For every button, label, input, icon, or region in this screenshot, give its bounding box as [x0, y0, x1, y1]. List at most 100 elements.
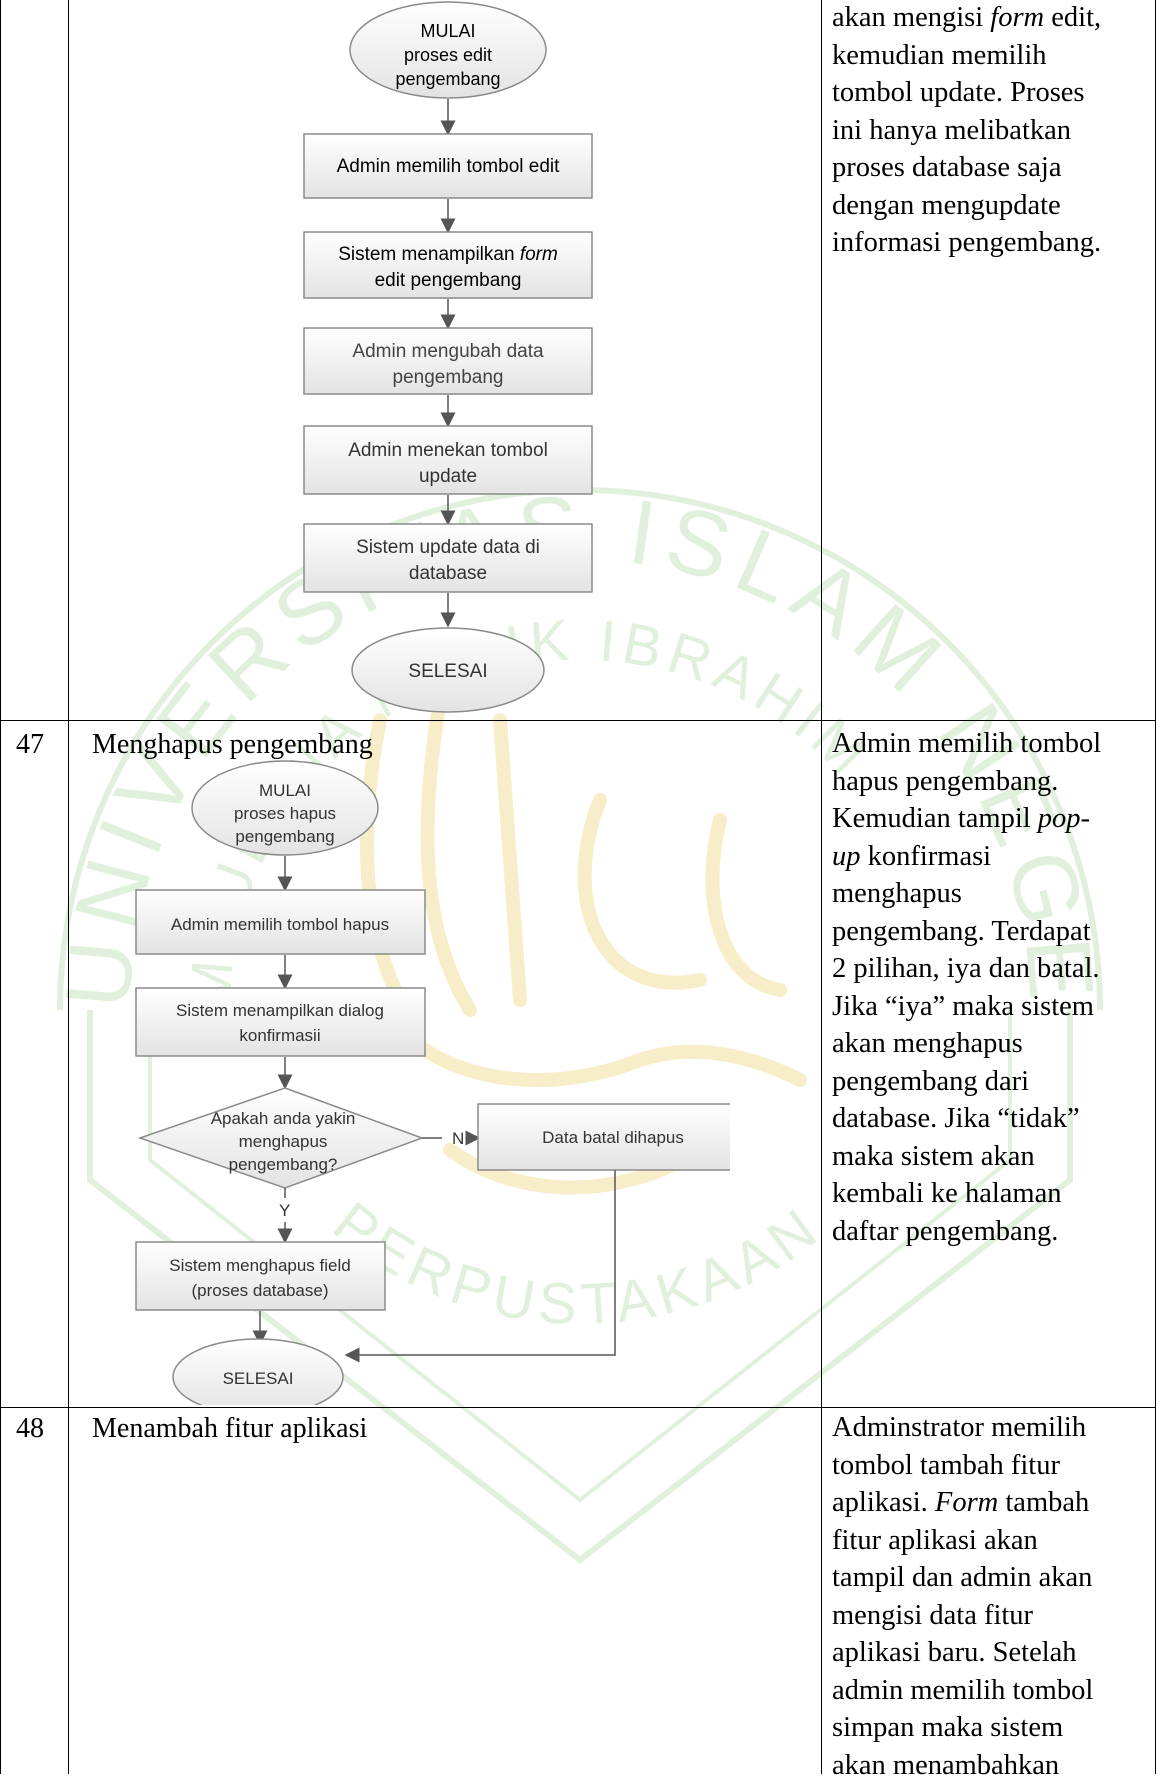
description-line: kembali ke halaman [832, 1175, 1152, 1213]
flow2-decision-line3: pengembang? [229, 1155, 338, 1174]
description-text: 2 pilihan, iya dan batal. [832, 953, 1100, 984]
description-text: aplikasi baru. Setelah [832, 1637, 1077, 1668]
description-line: pengembang. Terdapat [832, 913, 1152, 951]
description-text: menghapus [832, 878, 962, 909]
description-line: daftar pengembang. [832, 1213, 1152, 1251]
description-line: proses database saja [832, 149, 1152, 187]
description-text: maka sistem akan [832, 1141, 1035, 1172]
description-line: akan mengisi form edit, [832, 0, 1152, 37]
description-line: informasi pengembang. [832, 224, 1152, 262]
description-text: kembali ke halaman [832, 1178, 1062, 1209]
description-text: database. Jika “tidak” [832, 1103, 1080, 1134]
flow-step-5-line1: Sistem update data di [356, 537, 540, 558]
flow-step-5-line2: database [409, 563, 487, 584]
description-line: database. Jika “tidak” [832, 1100, 1152, 1138]
description-text: akan mengisi [832, 2, 990, 33]
flow-step-2-line1-a: Sistem menampilkan [338, 244, 520, 265]
flow-step-2-line2: edit pengembang [375, 270, 522, 291]
row-divider-1 [0, 720, 1156, 721]
description-line: maka sistem akan [832, 1138, 1152, 1176]
description-text: informasi pengembang. [832, 227, 1101, 258]
flow-step-4-line2: update [419, 466, 477, 487]
row-2-number: 47 [16, 729, 44, 761]
description-text: Adminstrator memilih [832, 1412, 1086, 1443]
description-line: menghapus [832, 875, 1152, 913]
flow2-start-line2: proses hapus [234, 804, 336, 823]
description-line: mengisi data fitur [832, 1597, 1152, 1635]
flow-step-4-line1: Admin menekan tombol [348, 440, 548, 461]
description-line: Jika “iya” maka sistem [832, 988, 1152, 1026]
flow-return-line [352, 1170, 615, 1355]
description-text: aplikasi. [832, 1487, 935, 1518]
flow2-step2-line1: Sistem menampilkan dialog [176, 1001, 384, 1020]
row-3-number: 48 [16, 1413, 44, 1445]
description-text: admin memilih tombol [832, 1675, 1093, 1706]
description-line: tombol tambah fitur [832, 1447, 1152, 1485]
description-line: akan menambahkan [832, 1747, 1152, 1784]
flow2-start-line3: pengembang [235, 827, 334, 846]
description-line: dengan mengupdate [832, 187, 1152, 225]
flow-step-1-text: Admin memilih tombol edit [337, 156, 561, 177]
description-line: simpan maka sistem [832, 1709, 1152, 1747]
description-text: hapus pengembang. [832, 766, 1058, 797]
table-border-desc [821, 0, 822, 1774]
description-line: ini hanya melibatkan [832, 112, 1152, 150]
description-line: hapus pengembang. [832, 763, 1152, 801]
flow-start-line3: pengembang [395, 69, 500, 89]
flow2-end-text: SELESAI [223, 1369, 294, 1388]
description-text: Form [935, 1487, 998, 1518]
flow2-decision-line2: menghapus [239, 1132, 328, 1151]
description-text: akan menghapus [832, 1028, 1023, 1059]
flow-start-line1: MULAI [420, 21, 475, 41]
description-text: akan menambahkan [832, 1750, 1059, 1781]
description-text: Admin memilih tombol [832, 728, 1101, 759]
description-text: edit, [1044, 2, 1101, 33]
table-border-number [68, 0, 69, 1774]
flow2-no-label: N [452, 1129, 464, 1148]
description-text: konfirmasi [861, 841, 992, 872]
description-text: Jika “iya” maka sistem [832, 991, 1094, 1022]
description-text: Kemudian tampil [832, 803, 1038, 834]
description-line: aplikasi baru. Setelah [832, 1634, 1152, 1672]
flow-step-2-line1: Sistem menampilkan form [338, 244, 558, 265]
description-text: tampil dan admin akan [832, 1562, 1092, 1593]
description-text: proses database saja [832, 152, 1062, 183]
description-line: Kemudian tampil pop- [832, 800, 1152, 838]
table-border-left [0, 0, 1, 1774]
description-line: tampil dan admin akan [832, 1559, 1152, 1597]
flow-step-2-line1-italic: form [520, 244, 558, 265]
flow-step-box [136, 988, 425, 1056]
description-text: simpan maka sistem [832, 1712, 1063, 1743]
flow2-step2-line2: konfirmasii [239, 1026, 320, 1045]
description-text: pengembang dari [832, 1066, 1029, 1097]
flow2-step1-text: Admin memilih tombol hapus [171, 915, 389, 934]
description-line: 2 pilihan, iya dan batal. [832, 950, 1152, 988]
description-line: akan menghapus [832, 1025, 1152, 1063]
flow-end-text: SELESAI [408, 661, 487, 682]
description-text: mengisi data fitur [832, 1600, 1033, 1631]
description-text: daftar pengembang. [832, 1216, 1058, 1247]
row-3-title: Menambah fitur aplikasi [92, 1413, 367, 1445]
flow-step-3-line2: pengembang [393, 367, 504, 388]
description-line: fitur aplikasi akan [832, 1522, 1152, 1560]
row-divider-2 [0, 1407, 1156, 1408]
description-line: Admin memilih tombol [832, 725, 1152, 763]
description-line: tombol update. Proses [832, 74, 1152, 112]
flow2-start-line1: MULAI [259, 781, 311, 800]
flow2-decision-line1: Apakah anda yakin [211, 1109, 356, 1128]
description-line: admin memilih tombol [832, 1672, 1152, 1710]
flowchart-edit-pengembang: MULAI proses edit pengembang Admin memil… [290, 0, 610, 715]
description-line: Adminstrator memilih [832, 1409, 1152, 1447]
flow2-yes-label: Y [279, 1201, 290, 1220]
description-text: pop- [1038, 803, 1090, 834]
description-text: ini hanya melibatkan [832, 115, 1071, 146]
description-line: aplikasi. Form tambah [832, 1484, 1152, 1522]
description-text: pengembang. Terdapat [832, 916, 1091, 947]
description-text: form [990, 2, 1044, 33]
flow2-no-box-text: Data batal dihapus [542, 1128, 684, 1147]
description-text: up [832, 841, 861, 872]
